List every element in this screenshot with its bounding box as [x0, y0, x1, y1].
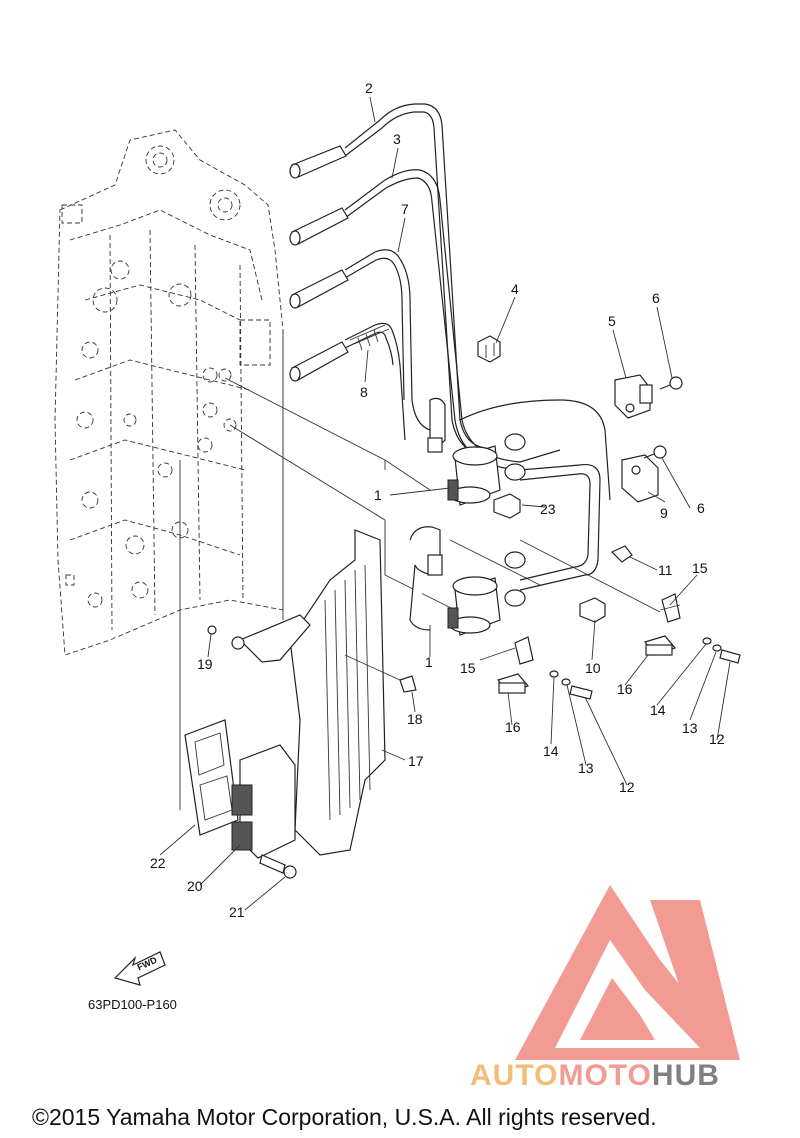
bolt-21 — [259, 854, 297, 879]
callout-7: 7 — [401, 201, 409, 217]
ignition-coil-upper — [427, 397, 526, 506]
callout-8: 8 — [360, 384, 368, 400]
copyright-footer: ©2015 Yamaha Motor Corporation, U.S.A. A… — [32, 1104, 657, 1130]
svg-text:AUTOMOTOHUB: AUTOMOTOHUB — [470, 1059, 720, 1092]
washers-and-bolts — [549, 637, 741, 700]
clamp-4 — [477, 335, 501, 363]
screw-6-top — [659, 376, 683, 390]
callout-4: 4 — [511, 281, 519, 297]
callout-13-right: 13 — [682, 720, 698, 736]
callout-15-left: 15 — [460, 660, 476, 676]
holder-16-left — [496, 673, 530, 694]
callout-6-top: 6 — [652, 290, 660, 306]
engine-block — [54, 129, 284, 656]
logo-text-hub: HUB — [652, 1059, 720, 1092]
callout-17: 17 — [408, 753, 424, 769]
ignition-coil-lower — [409, 526, 526, 636]
callout-13-lower: 13 — [578, 760, 594, 776]
bracket-15-left — [514, 636, 534, 665]
leader-lines — [179, 330, 661, 810]
callout-18: 18 — [407, 711, 423, 727]
fwd-arrow-icon: FWD — [113, 951, 166, 986]
cover-17 — [231, 529, 386, 856]
screw-19 — [207, 625, 217, 635]
callout-20: 20 — [187, 878, 203, 894]
gasket-22 — [184, 719, 239, 836]
callout-10: 10 — [585, 660, 601, 676]
logo-text-moto: MOTO — [558, 1059, 651, 1092]
screw-18 — [344, 654, 417, 693]
callout-1-lower: 1 — [425, 654, 433, 670]
high-tension-cords — [289, 103, 611, 591]
screw-6-mid — [643, 445, 667, 459]
bracket-9 — [621, 454, 659, 503]
callout-11: 11 — [658, 562, 673, 578]
callout-12-lower: 12 — [619, 779, 635, 795]
callout-leaders — [159, 96, 731, 911]
callout-22: 22 — [150, 855, 166, 871]
clamp-10 — [579, 597, 606, 623]
diagram-code: 63PD100-P160 — [88, 997, 177, 1012]
callout-6-mid: 6 — [697, 500, 705, 516]
callout-16-left: 16 — [505, 719, 521, 735]
bracket-5 — [614, 374, 653, 419]
callout-15-right: 15 — [692, 560, 708, 576]
logo-text-auto: AUTO — [470, 1059, 558, 1092]
automotohub-logo-watermark: AUTOMOTOHUB — [470, 885, 740, 1092]
callout-2: 2 — [365, 80, 373, 96]
callout-numbers: 1 1 2 3 4 5 6 6 7 8 9 10 11 12 12 13 13 … — [150, 80, 725, 920]
clamp-23 — [493, 493, 521, 519]
ecm-20 — [231, 744, 296, 859]
bracket-15-right — [659, 593, 681, 623]
callout-12-right: 12 — [709, 731, 725, 747]
callout-14-lower: 14 — [543, 743, 559, 759]
callout-5: 5 — [608, 313, 616, 329]
callout-14-right: 14 — [650, 702, 666, 718]
callout-21: 21 — [229, 904, 245, 920]
holder-16-right — [643, 635, 677, 656]
callout-9: 9 — [660, 505, 668, 521]
callout-16-right: 16 — [617, 681, 633, 697]
clip-11 — [610, 545, 633, 563]
callout-1-upper: 1 — [374, 487, 382, 503]
callout-19: 19 — [197, 656, 213, 672]
callout-3: 3 — [393, 131, 401, 147]
callout-23: 23 — [540, 501, 556, 517]
